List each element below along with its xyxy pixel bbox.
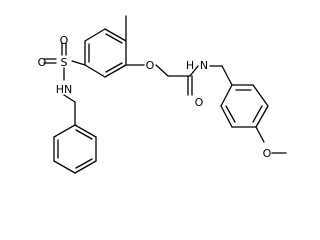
amide-hydrogen-label: H (186, 59, 194, 72)
sulfonamide-nitrogen-label: HN (56, 83, 73, 96)
methoxy-group (255, 126, 287, 154)
sulfonyl-oxygen-left-label: O (38, 56, 47, 69)
methoxyphenyl-ring (220, 84, 269, 128)
central-benzene-ring (84, 28, 127, 78)
amide-nitrogen-label: N (200, 59, 208, 72)
molecule-canvas: S O O HN O N H O O (38, 15, 287, 174)
acetamide-chain (125, 64, 233, 96)
ether-oxygen-label: O (146, 59, 155, 72)
sulfur-label: S (61, 56, 68, 69)
structure-diagram: S O O HN O N H O O (38, 15, 287, 174)
benzyl-benzene-ring (53, 124, 97, 174)
sulfonyl-oxygen-top-label: O (60, 34, 69, 47)
sulfonamide-group (43, 42, 86, 126)
methoxy-oxygen-label: O (263, 147, 272, 160)
carbonyl-oxygen-label: O (195, 96, 204, 109)
